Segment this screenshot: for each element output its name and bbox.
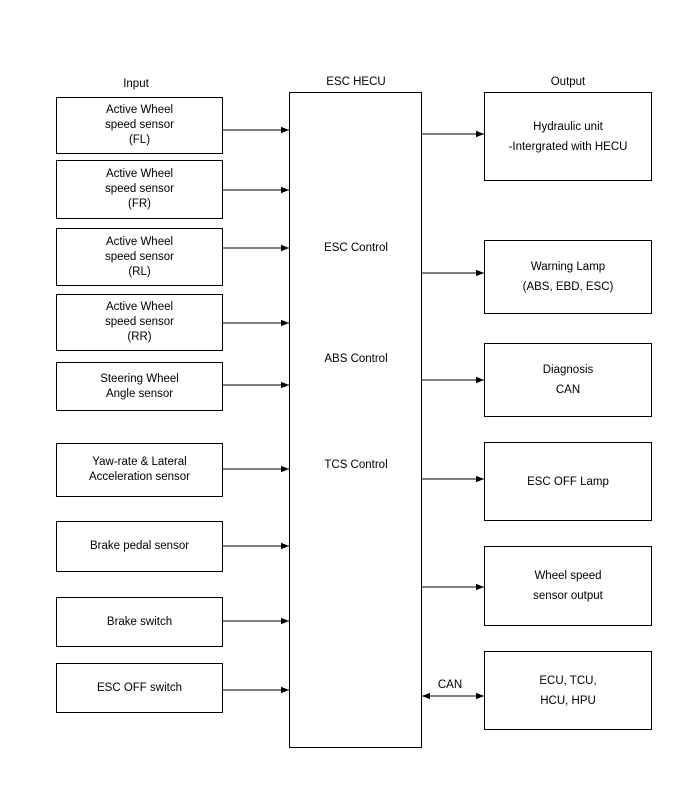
input-box-text: Acceleration sensor bbox=[89, 471, 190, 483]
output-box-5: Wheel speed sensor output bbox=[484, 546, 652, 626]
output-box-text: ECU, TCU, bbox=[539, 674, 597, 687]
esc-hecu-header: ESC HECU bbox=[326, 76, 386, 88]
output-box-text: Hydraulic unit bbox=[533, 120, 603, 133]
input-box-4: Active Wheel speed sensor (RR) bbox=[56, 294, 223, 351]
output-box-6: ECU, TCU, HCU, HPU bbox=[484, 651, 652, 730]
input-box-2: Active Wheel speed sensor (FR) bbox=[56, 160, 223, 219]
input-box-8: Brake switch bbox=[56, 597, 223, 647]
input-box-text: Brake pedal sensor bbox=[89, 540, 190, 552]
output-box-1: Hydraulic unit -Intergrated with HECU bbox=[484, 92, 652, 181]
input-box-text: Active Wheel bbox=[105, 104, 174, 116]
output-box-text: ESC OFF Lamp bbox=[527, 475, 609, 488]
output-box-2: Warning Lamp (ABS, EBD, ESC) bbox=[484, 240, 652, 314]
input-box-9: ESC OFF switch bbox=[56, 663, 223, 713]
output-box-text: Warning Lamp bbox=[530, 261, 606, 273]
output-box-text: -Intergrated with HECU bbox=[508, 140, 628, 153]
input-header: Input bbox=[123, 78, 149, 90]
input-box-7: Brake pedal sensor bbox=[56, 521, 223, 572]
output-box-text: CAN bbox=[555, 384, 581, 396]
input-box-text: ESC OFF switch bbox=[97, 681, 182, 694]
output-box-4: ESC OFF Lamp bbox=[484, 442, 652, 521]
tcs-control-label: TCS Control bbox=[324, 459, 388, 471]
input-box-3: Active Wheel speed sensor (RL) bbox=[56, 228, 223, 286]
input-box-text: Brake switch bbox=[106, 615, 173, 628]
input-box-text: (FR) bbox=[128, 198, 151, 210]
output-box-text: Wheel speed bbox=[534, 570, 602, 582]
input-box-text: Active Wheel bbox=[105, 168, 174, 180]
input-box-text: (FL) bbox=[128, 134, 151, 146]
input-box-text: (RR) bbox=[127, 331, 152, 343]
output-box-text: (ABS, EBD, ESC) bbox=[522, 281, 614, 293]
output-box-text: HCU, HPU bbox=[540, 694, 596, 707]
input-box-text: Angle sensor bbox=[105, 387, 174, 400]
abs-control-label: ABS Control bbox=[324, 353, 388, 365]
input-box-text: Yaw-rate & Lateral bbox=[92, 456, 187, 468]
input-box-text: speed sensor bbox=[104, 250, 175, 263]
input-box-text: speed sensor bbox=[104, 183, 175, 195]
input-box-text: Steering Wheel bbox=[100, 372, 179, 385]
output-header: Output bbox=[550, 76, 586, 88]
esc-control-label: ESC Control bbox=[324, 242, 388, 254]
input-box-text: Active Wheel bbox=[105, 235, 174, 248]
input-box-text: Active Wheel bbox=[105, 301, 174, 313]
can-link-label: CAN bbox=[437, 679, 463, 691]
esc-hecu-box bbox=[289, 92, 422, 748]
input-box-1: Active Wheel speed sensor (FL) bbox=[56, 97, 223, 154]
input-box-text: speed sensor bbox=[104, 119, 175, 131]
output-box-text: sensor output bbox=[533, 590, 603, 602]
output-box-text: Diagnosis bbox=[542, 364, 594, 376]
input-box-text: speed sensor bbox=[104, 316, 175, 328]
input-box-text: (RL) bbox=[128, 265, 151, 278]
